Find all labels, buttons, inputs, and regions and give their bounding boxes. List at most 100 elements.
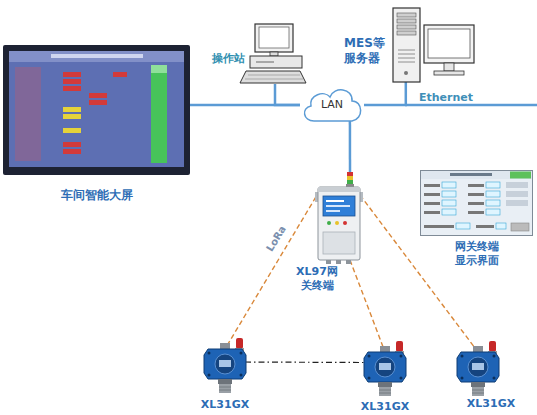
detector-illustration-part [219,390,231,391]
detector-illustration-part [240,374,243,377]
computer-illustration-part [240,71,306,83]
detector-illustration-part [208,352,211,355]
ui-screenshot-part [424,184,440,187]
computer-illustration-part [256,62,274,63]
screen-illustration-part [63,86,81,91]
edge-label: LoRa [261,219,291,259]
screen-illustration-part [63,107,81,112]
detector-illustration-part [379,390,391,391]
detector-illustration-part [215,354,235,374]
detector-illustration-part [364,352,406,382]
server-illustration-part [398,58,415,59]
ui-screenshot-part [510,172,531,179]
server-illustration-part [404,71,408,75]
lan-cloud: LAN [300,85,364,125]
server-illustration-part [393,8,420,82]
detector-illustration-part [468,357,488,377]
edge-label: Ethernet [416,91,476,104]
computer-illustration-part [270,52,278,56]
server-illustration-part [428,29,470,58]
ui-screenshot-part [450,173,492,176]
display-wall-node: 车间智能大屏 [3,45,190,207]
detector-illustration-part [379,387,391,396]
server-illustration-part [397,25,416,29]
detector-illustration-part [396,341,403,352]
gateway-illustration-part [318,187,360,192]
server-illustration-part [398,62,415,63]
detector-illustration-part [493,377,496,380]
ui-screenshot-part [421,171,532,179]
detector-illustration-part [457,352,499,382]
screen-illustration-part [89,93,107,98]
gateway-illustration-part [326,200,344,202]
detector-illustration [453,340,503,398]
screen-illustration-part [63,128,81,133]
ui-screenshot-part [486,182,500,188]
detector-illustration-part [375,357,395,377]
detector-illustration-part [489,341,496,352]
gateway-illustration-part [326,205,350,207]
server-illustration-part [398,54,415,55]
connector-line [275,84,300,105]
ui-screenshot-part [468,193,484,196]
screen-illustration-part [89,100,107,105]
gateway-node: XL97网 关终端 [313,172,393,290]
gateway-illustration-part [336,260,341,264]
screen-illustration-part [13,65,149,163]
ui-screenshot-part [421,171,533,236]
ui-screenshot-part [486,191,500,197]
connector-line [350,260,385,352]
detector-illustration-part [379,363,391,370]
screen-illustration-part [63,142,81,147]
detector-illustration-part [204,349,246,379]
screen-illustration-part [151,65,167,163]
server-illustration-part [424,25,474,63]
detector-illustration-part [208,374,211,377]
ui-screenshot [420,170,533,236]
ui-screenshot-part [442,191,456,197]
gateway-illustration-part [318,187,360,260]
ui-screenshot-part [511,223,529,231]
computer-illustration-part [259,27,289,48]
gateway-illustration-part [323,232,355,254]
screen-illustration [3,45,190,175]
ui-screenshot-part [424,202,440,205]
detector-illustration-part [472,363,484,370]
screen-illustration-part [51,54,143,58]
detector-illustration-part [218,379,232,384]
node-label: 车间智能大屏 [3,188,190,203]
node-label: LAN [300,98,364,112]
server-illustration-part [398,50,415,51]
ui-screenshot-part [506,182,528,188]
detector-illustration-part [472,393,484,394]
ui-screenshot-part [476,225,494,228]
ui-screenshot-part [424,225,454,228]
detector-illustration-part [368,377,371,380]
ui-screenshot-part [442,200,456,206]
ui-screenshot-part [442,209,456,215]
detector-illustration-part [219,387,231,388]
ui-screenshot-part [468,202,484,205]
node-label: 网关终端 显示界面 [446,240,508,268]
detector-node: XL31GX [355,340,415,415]
ethernet-bus [405,104,537,107]
detector-illustration-part [236,338,243,349]
ui-screenshot-part [424,193,440,196]
screen-illustration-part [3,45,190,175]
ui-screenshot-part [506,200,528,206]
gateway-illustration-part [346,260,351,264]
ui-screenshot-part [496,223,506,229]
node-label: MES等 服务器 [344,36,390,66]
workstation-node: 操作站 [212,22,310,84]
gateway-illustration-part [327,221,331,225]
ui-screenshot-part [456,223,470,229]
connector-line [364,82,406,105]
gateway-illustration-part [326,210,340,212]
screen-illustration-part [63,114,81,119]
ui-screenshot-part [486,200,500,206]
gateway-illustration-part [323,196,355,216]
server-illustration-part [434,71,464,75]
computer-illustration-part [248,75,300,76]
gateway-illustration [313,172,393,265]
